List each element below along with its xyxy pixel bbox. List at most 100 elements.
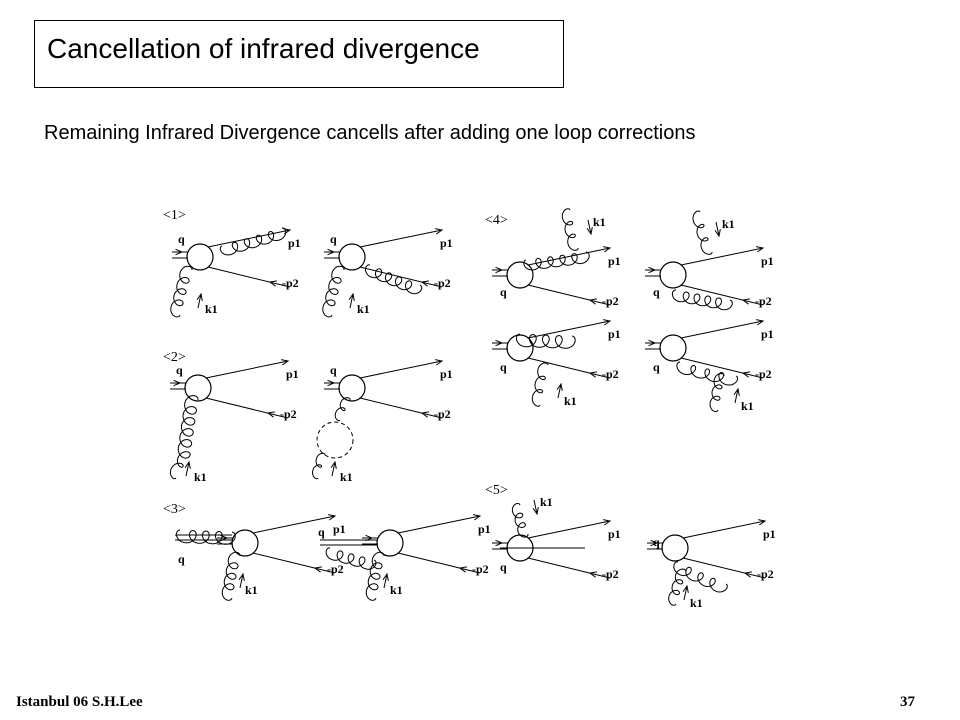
p2-arrow xyxy=(741,371,750,378)
outgoing-p2-line xyxy=(207,266,291,288)
k1-momentum-line xyxy=(734,388,739,404)
outgoing-p2-line xyxy=(527,357,611,379)
vertex-blob xyxy=(661,534,689,562)
incoming-arrow xyxy=(327,248,336,256)
k1-momentum-line xyxy=(383,573,388,589)
outgoing-p1-line xyxy=(397,515,481,534)
k1-arrow xyxy=(682,584,689,593)
p1-arrow xyxy=(758,519,767,526)
outgoing-p2-line xyxy=(680,284,764,306)
outgoing-p1-line xyxy=(205,360,289,379)
p1-label: p1 xyxy=(288,236,301,250)
group-label-2: <2> xyxy=(163,350,186,365)
k1-label: k1 xyxy=(564,394,577,408)
k1-arrow xyxy=(532,507,539,516)
outgoing-p2-line xyxy=(359,397,443,419)
p2-label: -p2 xyxy=(327,562,344,576)
gluon-line xyxy=(671,289,733,311)
ghost-loop xyxy=(316,421,354,459)
p2-arrow xyxy=(741,298,750,305)
incoming-arrow xyxy=(173,379,182,387)
gluon-line xyxy=(531,362,549,407)
k1-label: k1 xyxy=(357,302,370,316)
p2-arrow xyxy=(313,566,322,573)
outgoing-p1-line xyxy=(359,229,443,248)
gluon-line xyxy=(322,265,345,318)
gluon-line xyxy=(709,372,725,413)
q-label: q xyxy=(500,285,507,299)
vertex-blob xyxy=(376,529,404,557)
q-label: q xyxy=(653,285,660,299)
outgoing-p1-line xyxy=(680,247,764,266)
k1-arrow xyxy=(348,292,355,301)
slide-subtitle: Remaining Infrared Divergence cancells a… xyxy=(44,122,696,144)
p2-label: -p2 xyxy=(757,567,774,581)
p2-label: -p2 xyxy=(602,294,619,308)
gluon-line xyxy=(515,333,576,349)
k1-label: k1 xyxy=(741,399,754,413)
p1-arrow xyxy=(756,319,765,326)
p1-label: p1 xyxy=(608,327,621,341)
outgoing-p2-line xyxy=(527,557,611,579)
p2-label: -p2 xyxy=(280,407,297,421)
outgoing-p1-line xyxy=(527,320,611,339)
q-label: q xyxy=(318,525,325,539)
gluon-line xyxy=(219,227,287,256)
p2-arrow xyxy=(420,280,429,287)
k1-label: k1 xyxy=(245,583,258,597)
outgoing-p2-line xyxy=(680,357,764,379)
p1-arrow xyxy=(328,514,337,521)
gluon-line xyxy=(170,265,193,318)
q-label: q xyxy=(330,363,337,377)
gluon-line xyxy=(511,503,529,538)
gluon-line xyxy=(523,251,590,271)
k1-momentum-line xyxy=(239,573,244,589)
p1-label: p1 xyxy=(608,254,621,268)
vertex-blob xyxy=(186,243,214,271)
k1-label: k1 xyxy=(340,470,353,484)
p1-label: p1 xyxy=(333,522,346,536)
gluon-line xyxy=(365,264,423,295)
outgoing-p2-line xyxy=(359,266,443,288)
p1-label: p1 xyxy=(761,327,774,341)
outgoing-p2-line xyxy=(397,552,481,574)
q-label: q xyxy=(178,232,185,246)
p2-label: -p2 xyxy=(434,407,451,421)
outgoing-p1-line xyxy=(682,520,766,539)
p2-label: -p2 xyxy=(472,562,489,576)
gluon-line xyxy=(175,529,236,545)
k1-momentum-line xyxy=(715,221,720,237)
p1-label: p1 xyxy=(440,367,453,381)
group-label-4: <4> xyxy=(485,213,508,228)
outgoing-p2-line xyxy=(527,284,611,306)
title-box: Cancellation of infrared divergence xyxy=(34,20,564,88)
q-label: q xyxy=(178,552,185,566)
incoming-arrow xyxy=(327,379,336,387)
k1-arrow xyxy=(238,572,245,581)
k1-arrow xyxy=(733,387,740,396)
gluon-line xyxy=(311,452,326,480)
incoming-arrow xyxy=(648,339,657,347)
incoming-arrow xyxy=(650,539,659,547)
k1-arrow xyxy=(184,460,191,469)
k1-arrow xyxy=(330,460,337,469)
outgoing-p1-line xyxy=(207,229,291,248)
k1-label: k1 xyxy=(593,215,606,229)
gluon-line xyxy=(692,210,713,255)
k1-label: k1 xyxy=(540,495,553,509)
k1-momentum-line xyxy=(683,585,688,601)
p1-label: p1 xyxy=(478,522,491,536)
outgoing-p2-line xyxy=(682,557,766,579)
k1-momentum-line xyxy=(197,293,202,309)
outgoing-p2-line xyxy=(205,397,289,419)
k1-arrow xyxy=(382,572,389,581)
k1-label: k1 xyxy=(390,583,403,597)
k1-momentum-line xyxy=(557,383,562,399)
incoming-arrow xyxy=(495,339,504,347)
vertex-blob xyxy=(506,261,534,289)
k1-momentum-line xyxy=(349,293,354,309)
vertex-blob xyxy=(659,334,687,362)
p1-label: p1 xyxy=(286,367,299,381)
p2-label: -p2 xyxy=(282,276,299,290)
incoming-arrow xyxy=(648,266,657,274)
